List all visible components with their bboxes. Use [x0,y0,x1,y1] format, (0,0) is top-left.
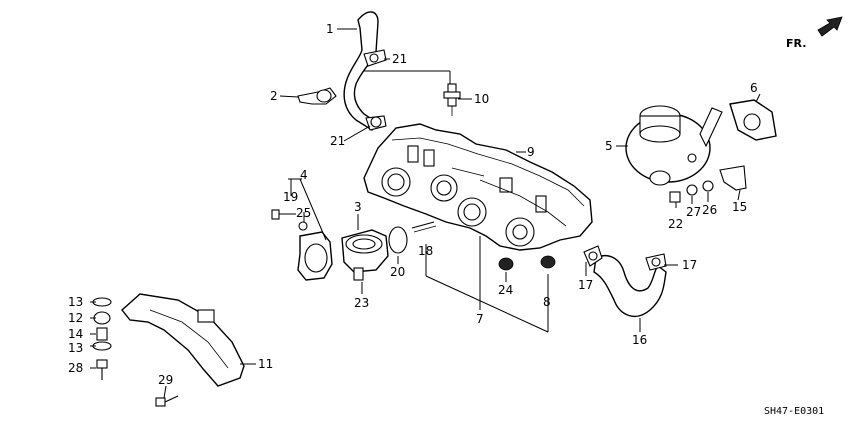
callout-14: 14 [68,327,83,341]
callout-19: 19 [283,190,298,204]
collar-part-14 [96,327,108,341]
callout-13-top: 13 [68,295,83,309]
bolt-part-29 [155,395,179,407]
callout-18: 18 [418,244,433,258]
callout-10: 10 [474,92,489,106]
callout-29: 29 [158,373,173,387]
callout-11: 11 [258,357,273,371]
gasket-part-6 [729,99,777,141]
front-direction-label: FR. [786,37,806,50]
housing-part-3 [341,229,389,273]
cover-part-11 [121,293,245,387]
callout-9: 9 [527,145,535,159]
callout-20: 20 [390,265,405,279]
callout-15: 15 [732,200,747,214]
bolt-part-19 [271,209,296,220]
callout-27: 27 [686,205,701,219]
bracket-part-15 [719,165,747,191]
nut-part-8 [540,255,556,269]
callout-6: 6 [750,81,758,95]
o-ring-part-20 [388,226,408,254]
hose-part-1 [343,11,379,132]
hose-clamp-17-left [583,245,603,267]
callout-24: 24 [498,283,513,297]
stud-part-18 [411,221,437,233]
callout-12: 12 [68,311,83,325]
hose-clamp-17-right [645,253,667,271]
leader-lines [90,28,761,399]
manifold-part-9 [363,123,593,251]
callout-21-top: 21 [392,52,407,66]
washer-part-26 [702,180,714,192]
callout-28: 28 [68,361,83,375]
callout-4: 4 [300,168,308,182]
callout-17-left: 17 [578,278,593,292]
bolt-part-28 [96,359,108,380]
callout-21-bottom: 21 [330,134,345,148]
washer-part-25 [298,221,308,231]
clamp-part-2 [297,87,337,105]
callout-25: 25 [296,206,311,220]
callout-22: 22 [668,217,683,231]
front-direction-arrow [817,16,843,37]
hose-clamp-21-top [363,49,387,67]
callout-26: 26 [702,203,717,217]
callout-5: 5 [605,139,613,153]
hose-part-16 [593,254,667,318]
callout-1: 1 [326,22,334,36]
callout-23: 23 [354,296,369,310]
callout-16: 16 [632,333,647,347]
nut-part-22 [669,191,681,203]
callout-8: 8 [543,295,551,309]
bracket-part-4 [297,231,333,281]
diagram-code: SH47-E0301 [764,406,824,417]
washer-part-27 [686,184,698,196]
callout-13-bottom: 13 [68,341,83,355]
fuel-pump-part-5 [625,105,723,186]
grommet-part-12 [93,311,111,325]
nut-part-23 [353,267,364,281]
hose-clamp-21-bottom [365,115,387,131]
callout-17-right: 17 [682,258,697,272]
nut-part-24 [498,257,514,271]
callout-7: 7 [476,312,484,326]
callout-3: 3 [354,200,362,214]
sensor-part-10 [443,83,461,116]
callout-2: 2 [270,89,278,103]
